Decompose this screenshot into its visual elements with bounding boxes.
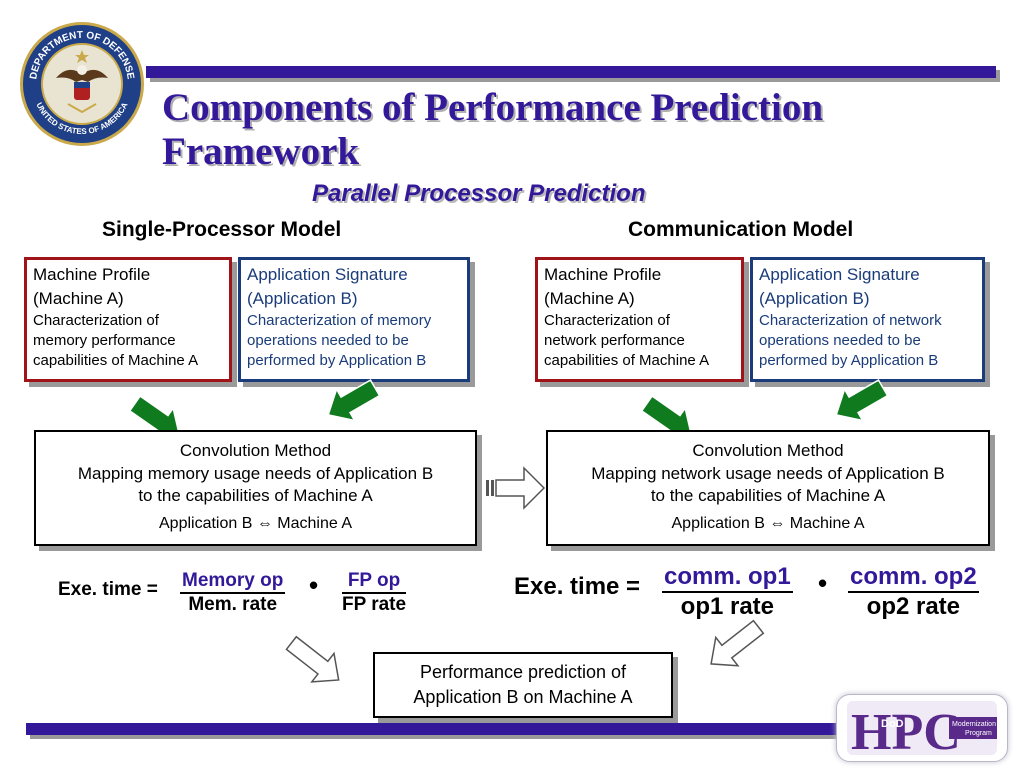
- convolution-mapping: Application B ⇔ Machine A: [159, 515, 352, 532]
- left-convolution-box: Convolution Method Mapping memory usage …: [34, 430, 477, 546]
- right-application-signature-box: Application Signature (Application B) Ch…: [750, 257, 985, 382]
- svg-text:Program: Program: [965, 730, 992, 737]
- fraction-denominator: FP rate: [342, 594, 407, 615]
- page-title: Components of Performance Prediction Fra…: [162, 86, 824, 173]
- fraction-denominator: op2 rate: [866, 593, 961, 620]
- fraction-numerator: comm. op1: [662, 563, 793, 593]
- machine-desc-line: network performance: [544, 332, 685, 349]
- left-machine-profile-box: Machine Profile (Machine A) Characteriza…: [24, 257, 232, 382]
- convolution-line: to the capabilities of Machine A: [138, 486, 373, 505]
- machine-profile-label: Machine Profile: [544, 265, 662, 284]
- machine-desc-line: memory performance: [33, 332, 176, 349]
- left-formula-fraction-1: Memory op Mem. rate: [180, 570, 286, 616]
- left-formula-fraction-2: FP op FP rate: [342, 570, 407, 616]
- flow-arrow-icon: [699, 612, 771, 679]
- right-formula-fraction-1: comm. op1 op1 rate: [662, 563, 793, 621]
- fraction-numerator: FP op: [342, 570, 407, 594]
- svg-text:DoD: DoD: [881, 718, 904, 730]
- fraction-denominator: op1 rate: [680, 593, 775, 620]
- app-signature-label: Application Signature: [759, 265, 920, 284]
- right-formula-fraction-2: comm. op2 op2 rate: [848, 563, 979, 621]
- svg-text:Modernization: Modernization: [952, 721, 996, 728]
- convolution-mapping: Application B ⇔ Machine A: [671, 515, 865, 532]
- bottom-bar: [26, 723, 842, 735]
- flow-arrow-icon: [279, 628, 351, 695]
- machine-profile-sub: (Machine A): [544, 289, 635, 308]
- app-signature-sub: (Application B): [759, 289, 870, 308]
- app-signature-label: Application Signature: [247, 265, 408, 284]
- app-desc-line: performed by Application B: [247, 352, 427, 369]
- communication-header: Communication Model: [628, 218, 854, 241]
- flow-arrow-icon: [486, 466, 546, 510]
- single-processor-header: Single-Processor Model: [102, 218, 342, 241]
- multiply-dot: •: [818, 568, 828, 598]
- convolution-line: to the capabilities of Machine A: [650, 486, 886, 505]
- left-application-signature-box: Application Signature (Application B) Ch…: [238, 257, 470, 382]
- right-formula-prefix: Exe. time =: [514, 573, 641, 600]
- svg-text:HPC: HPC: [851, 704, 961, 761]
- app-desc-line: Characterization of network: [759, 312, 942, 329]
- performance-prediction-box: Performance prediction of Application B …: [373, 652, 673, 718]
- result-line: Application B on Machine A: [413, 687, 633, 707]
- green-arrow-icon: [318, 371, 385, 432]
- result-line: Performance prediction of: [419, 662, 627, 682]
- app-signature-sub: (Application B): [247, 289, 358, 308]
- convolution-title: Convolution Method: [692, 441, 844, 460]
- top-bar: [146, 66, 996, 78]
- hpc-logo-mark-icon: HPC DoD Modernization Program: [847, 701, 997, 761]
- convolution-line: Mapping network usage needs of Applicati…: [591, 464, 945, 483]
- right-convolution-box: Convolution Method Mapping network usage…: [546, 430, 990, 546]
- app-desc-line: operations needed to be: [759, 332, 921, 349]
- machine-desc-line: Characterization of: [33, 312, 159, 329]
- green-arrow-icon: [826, 371, 893, 432]
- fraction-denominator: Mem. rate: [188, 594, 278, 615]
- fraction-numerator: comm. op2: [848, 563, 979, 593]
- right-machine-profile-box: Machine Profile (Machine A) Characteriza…: [535, 257, 744, 382]
- machine-desc-line: capabilities of Machine A: [33, 352, 199, 369]
- page-subtitle: Parallel Processor Prediction: [312, 180, 646, 207]
- convolution-line: Mapping memory usage needs of Applicatio…: [77, 464, 434, 483]
- machine-desc-line: Characterization of: [544, 312, 670, 329]
- app-desc-line: Characterization of memory: [247, 312, 432, 329]
- machine-profile-sub: (Machine A): [33, 289, 124, 308]
- machine-desc-line: capabilities of Machine A: [544, 352, 710, 369]
- fraction-numerator: Memory op: [180, 570, 286, 594]
- left-formula-prefix: Exe. time =: [58, 579, 158, 600]
- machine-profile-label: Machine Profile: [33, 265, 151, 284]
- app-desc-line: performed by Application B: [759, 352, 939, 369]
- multiply-dot: •: [309, 570, 319, 600]
- convolution-title: Convolution Method: [179, 441, 332, 460]
- hpc-logo: HPC DoD Modernization Program: [836, 694, 1008, 762]
- app-desc-line: operations needed to be: [247, 332, 409, 349]
- dod-seal-logo: DEPARTMENT OF DEFENSE UNITED STATES OF A…: [20, 22, 144, 146]
